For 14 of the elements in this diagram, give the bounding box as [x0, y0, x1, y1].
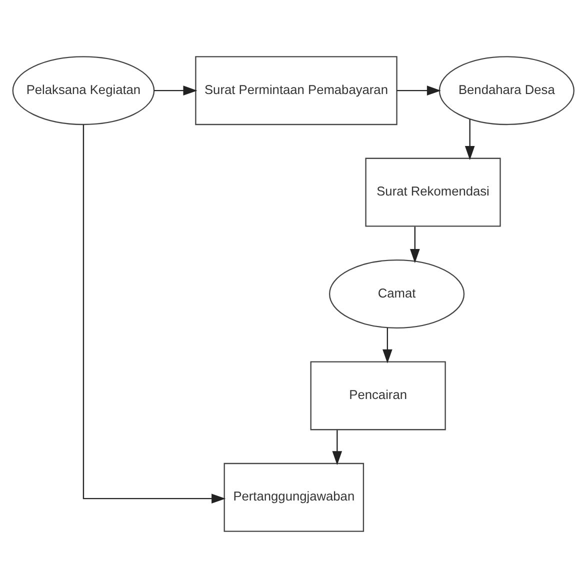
node-box: Pencairan	[310, 360, 446, 430]
node-ellipse: Camat	[328, 259, 465, 328]
arrow	[382, 327, 392, 363]
arrow	[410, 226, 420, 263]
arrow	[464, 118, 475, 160]
arrow	[154, 85, 198, 95]
arrow	[82, 124, 226, 503]
node-ellipse: Bendahara Desa	[438, 56, 574, 125]
arrow	[396, 85, 441, 95]
node-box: Pertanggungjawaban	[224, 462, 364, 532]
node-ellipse: Pelaksana Kegiatan	[12, 56, 155, 125]
arrow	[332, 430, 342, 465]
node-box: Surat Permintaan Pemabayaran	[195, 56, 398, 125]
node-box: Surat Rekomendasi	[365, 157, 501, 226]
